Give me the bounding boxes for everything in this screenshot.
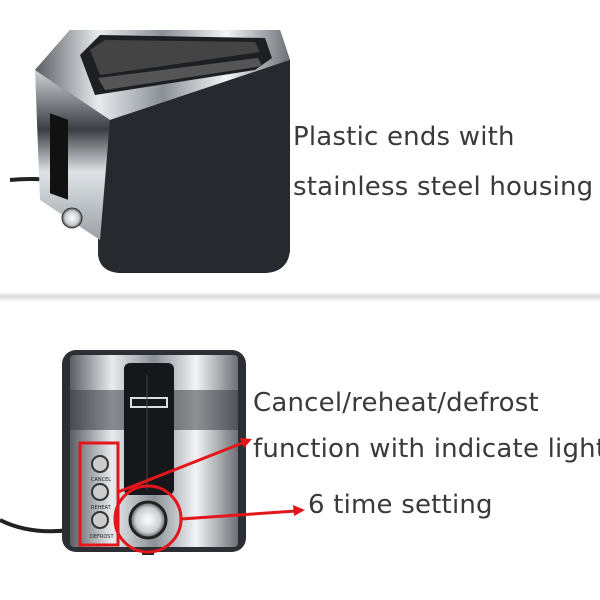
buttons-arrow — [117, 440, 246, 494]
defrost-label: DEFROST — [90, 534, 114, 540]
annotations — [78, 438, 305, 554]
reheat-label: REHEAT — [91, 505, 112, 511]
caption-dial: 6 time setting — [308, 490, 493, 520]
cancel-label: CANCEL — [91, 477, 111, 483]
control-buttons: CANCEL REHEAT DEFROST — [90, 455, 114, 540]
toaster-front-view: CANCEL REHEAT DEFROST — [0, 350, 246, 555]
caption-buttons-line1: Cancel/reheat/defrost — [253, 388, 539, 418]
caption-housing-line2: stainless steel housing — [293, 172, 594, 202]
toaster-angled-view — [9, 30, 290, 273]
defrost-button-illustration — [91, 511, 109, 529]
dial-arrow — [180, 509, 297, 521]
time-dial — [128, 500, 168, 540]
caption-housing-line1: Plastic ends with — [293, 122, 515, 152]
cancel-button-illustration — [91, 455, 109, 473]
section-divider — [0, 292, 600, 302]
caption-buttons-line2: function with indicate light — [253, 434, 600, 464]
reheat-button-illustration — [91, 483, 109, 501]
buttons-highlight-box — [78, 441, 120, 547]
